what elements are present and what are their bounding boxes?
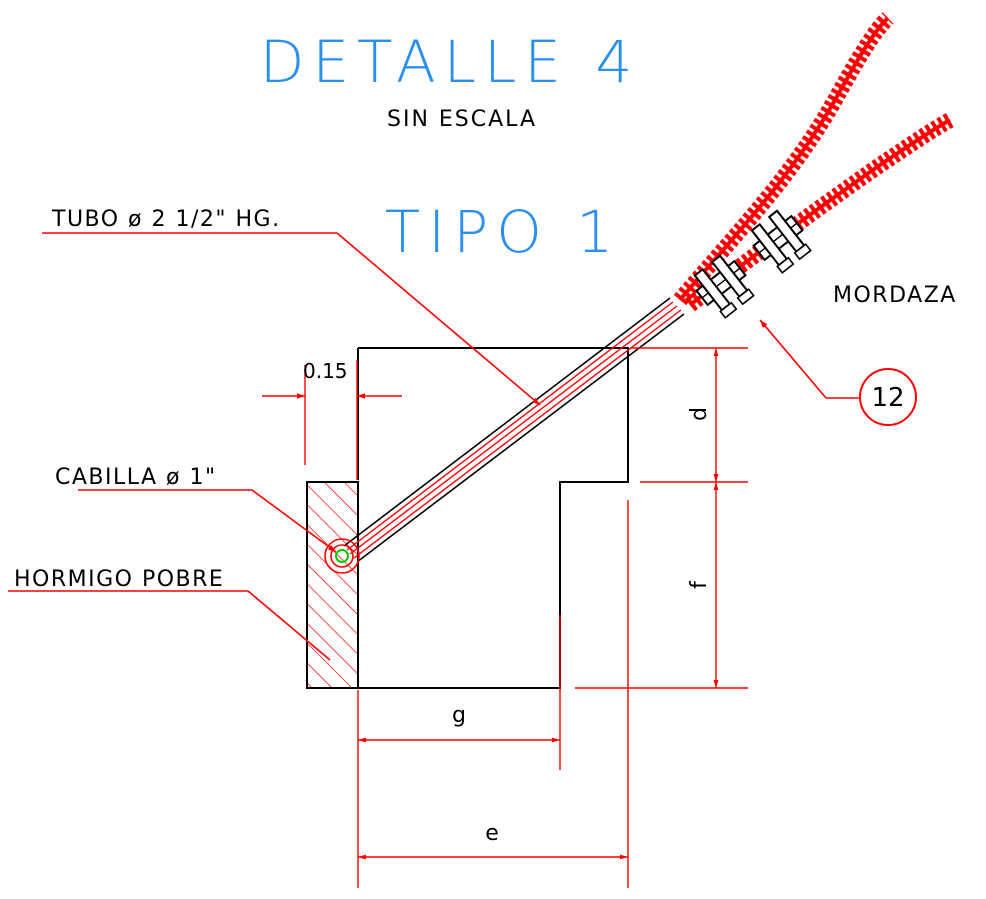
dimension-offset-label: 0.15 bbox=[303, 359, 348, 383]
drawing-title: DETALLE 4 bbox=[260, 28, 641, 96]
dimension-g-label: g bbox=[452, 703, 466, 728]
wire-clamp-upper bbox=[750, 209, 812, 274]
clamp-label: MORDAZA bbox=[833, 283, 957, 308]
rope-upper bbox=[673, 12, 894, 306]
scale-note: SIN ESCALA bbox=[387, 107, 537, 132]
tube-pipe bbox=[343, 297, 685, 563]
callout-number: 12 bbox=[871, 383, 904, 413]
rebar-circle bbox=[324, 538, 360, 574]
dimension-e-label: e bbox=[485, 821, 499, 846]
dimension-d-label: d bbox=[687, 407, 712, 421]
tube-label: TUBO ø 2 1/2" HG. bbox=[51, 207, 281, 232]
type-label: TIPO 1 bbox=[385, 198, 622, 266]
callout-leader bbox=[759, 319, 860, 399]
wire-clamp-lower bbox=[693, 254, 755, 319]
rebar-leader bbox=[78, 489, 337, 553]
dimension-f-label: f bbox=[687, 580, 712, 589]
dimension-horizontal bbox=[357, 500, 629, 888]
rebar-label: CABILLA ø 1" bbox=[55, 465, 217, 490]
concrete-block bbox=[357, 347, 629, 689]
callout-circle bbox=[859, 368, 917, 426]
lean-concrete-hatch bbox=[306, 481, 359, 689]
rope-lower bbox=[685, 112, 954, 312]
tube-leader bbox=[42, 232, 541, 406]
dimension-vertical bbox=[575, 347, 748, 689]
dimension-offset bbox=[262, 360, 402, 480]
concrete-leader bbox=[8, 590, 331, 661]
concrete-label: HORMIGO POBRE bbox=[14, 567, 224, 592]
